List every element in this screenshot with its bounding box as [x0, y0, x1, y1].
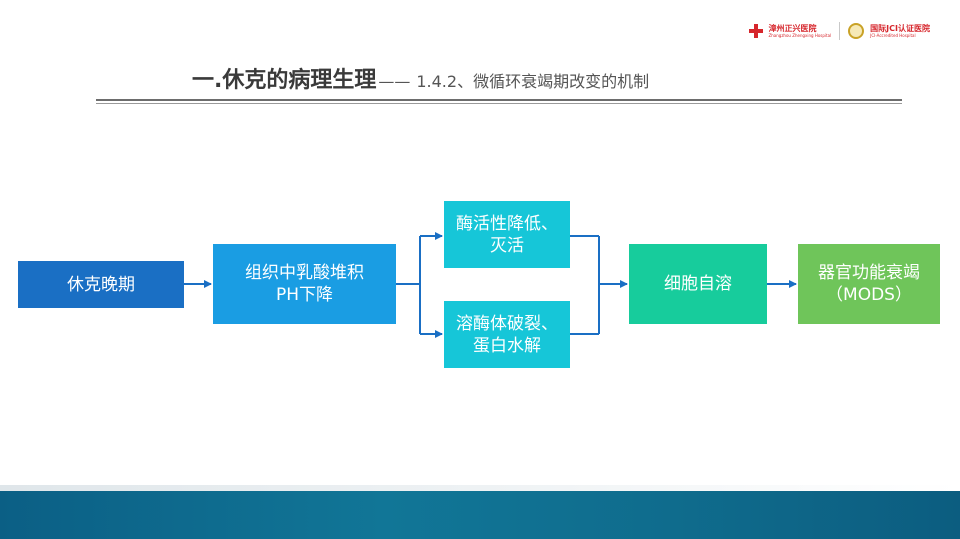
hospital-name: 漳州正兴医院 [768, 23, 817, 33]
node-cell-autolysis: 细胞自溶 [629, 244, 767, 324]
logo-divider [839, 22, 841, 40]
node-organ-failure: 器官功能衰竭 （MODS） [798, 244, 940, 324]
node-enzyme-inactivation: 酶活性降低、 灭活 [444, 201, 570, 268]
jci-name-en: JCI-Accredited Hospital [870, 32, 916, 38]
node-lyso-line2: 蛋白水解 [473, 335, 541, 356]
hospital-logo: 漳州正兴医院 Zhangzhou Zhengxing Hospital [768, 23, 832, 38]
node-enzyme-line2: 灭活 [490, 235, 524, 256]
jci-seal-icon [848, 23, 865, 39]
node-autolysis-label: 细胞自溶 [664, 274, 732, 294]
node-mods-line2: （MODS） [826, 285, 912, 305]
node-shock-late: 休克晚期 [18, 261, 184, 308]
title-subtitle: 1.4.2、微循环衰竭期改变的机制 [416, 72, 650, 91]
node-enzyme-line1: 酶活性降低、 [456, 213, 558, 234]
node-mods-line1: 器官功能衰竭 [818, 263, 920, 283]
header-logos: 漳州正兴医院 Zhangzhou Zhengxing Hospital 国际JC… [748, 20, 930, 42]
node-lactic-line2: PH下降 [275, 285, 334, 305]
node-shock-late-label: 休克晚期 [67, 274, 135, 295]
title-underline [96, 99, 902, 101]
footer-highlight [0, 485, 960, 491]
hospital-name-en: Zhangzhou Zhengxing Hospital [768, 32, 832, 38]
title-main: 一.休克的病理生理 [192, 68, 377, 93]
node-lactic-acid: 组织中乳酸堆积 PH下降 [213, 244, 396, 324]
node-lysosome-rupture: 溶酶体破裂、 蛋白水解 [444, 301, 570, 368]
hospital-cross-icon [748, 24, 763, 38]
title-dash: —— [378, 72, 411, 91]
jci-name: 国际JCI认证医院 [870, 23, 930, 33]
jci-logo: 国际JCI认证医院 JCI-Accredited Hospital [870, 23, 930, 38]
node-lyso-line1: 溶酶体破裂、 [456, 313, 558, 334]
title-underline-thin [96, 103, 902, 104]
node-lactic-line1: 组织中乳酸堆积 [245, 263, 364, 283]
slide-title: 一.休克的病理生理 —— 1.4.2、微循环衰竭期改变的机制 [192, 62, 649, 94]
footer-band [0, 491, 960, 539]
